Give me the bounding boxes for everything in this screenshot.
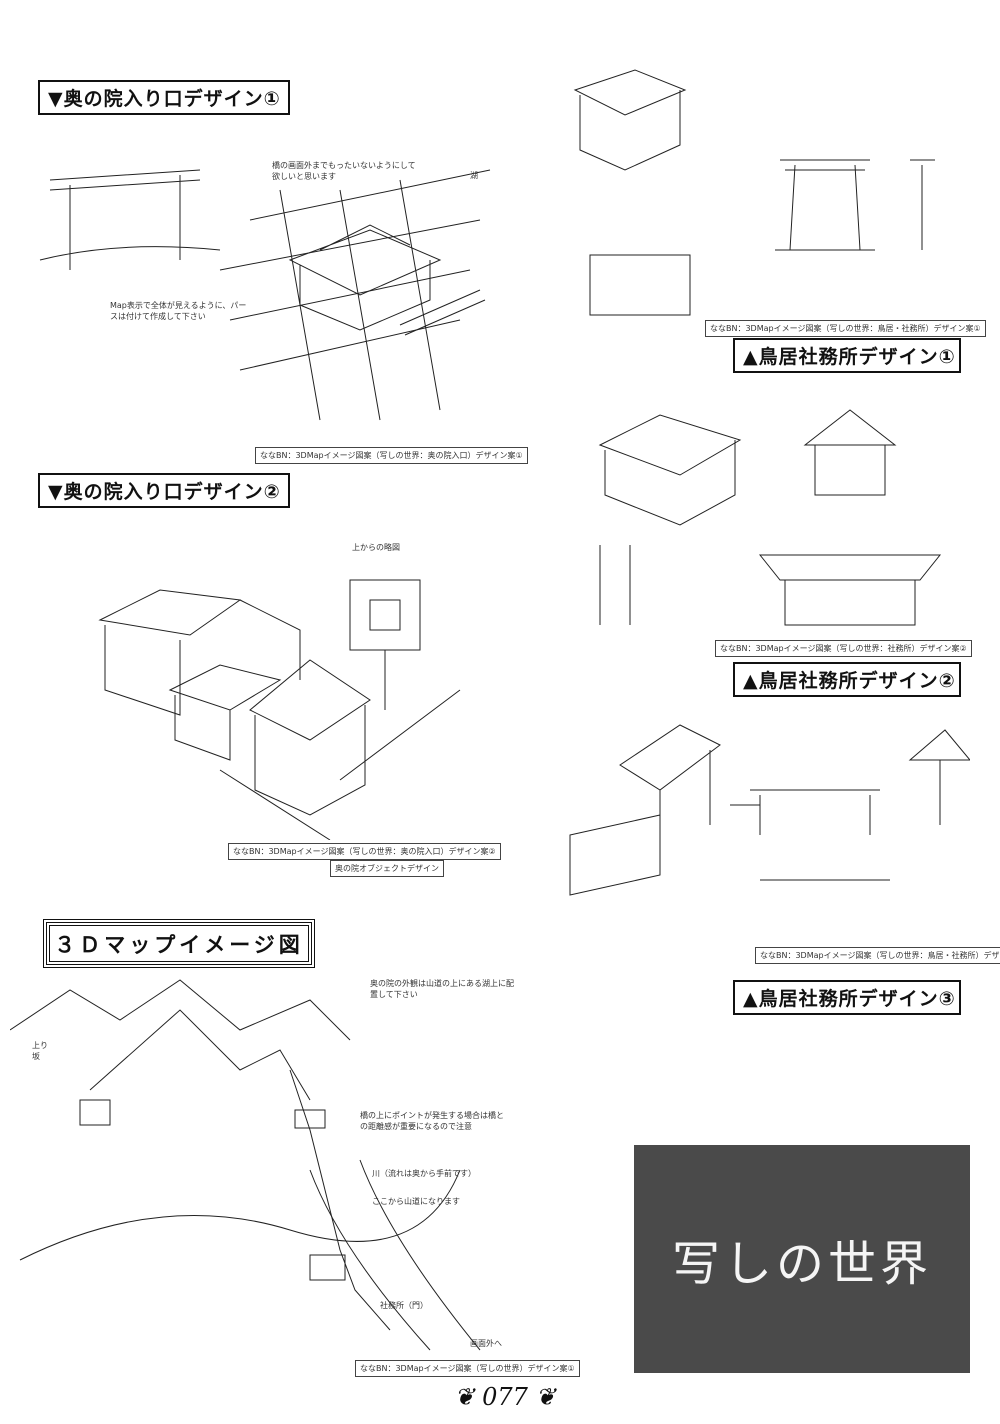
section-title-torii-3: ▲鳥居社務所デザイン③ bbox=[733, 980, 961, 1015]
caption-torii-2: ななBN：3DMapイメージ図案（写しの世界：社務所）デザイン案② bbox=[715, 640, 972, 657]
torii-3-sketch bbox=[569, 724, 970, 896]
note: ここから山道になります bbox=[372, 1197, 460, 1206]
okunoin-1-sketch bbox=[39, 169, 491, 421]
torii-2-sketch bbox=[598, 409, 942, 626]
section-title-torii-1: ▲鳥居社務所デザイン① bbox=[733, 338, 961, 373]
page-number-text: 077 bbox=[482, 1383, 528, 1411]
ornament-right: ❦ bbox=[527, 1383, 556, 1411]
note: 画面外へ bbox=[470, 1339, 502, 1348]
caption-okunoin-2: ななBN：3DMapイメージ図案（写しの世界：奥の院入口）デザイン案② bbox=[228, 843, 501, 860]
title-panel: 写しの世界 bbox=[634, 1145, 970, 1373]
section-title-3d-map: ３Ｄマップイメージ図 bbox=[43, 919, 315, 968]
section-title-okunoin-2: ▼奥の院入り口デザイン② bbox=[38, 473, 290, 508]
caption-okunoin-1: ななBN：3DMapイメージ図案（写しの世界：奥の院入口）デザイン案① bbox=[255, 447, 528, 464]
caption-3d-map: ななBN：3DMapイメージ図案（写しの世界）デザイン案① bbox=[355, 1360, 580, 1377]
caption-okunoin-2-sub: 奥の院オブジェクトデザイン bbox=[330, 860, 444, 877]
note: 湖 bbox=[470, 171, 478, 180]
note: 上からの略図 bbox=[352, 543, 400, 552]
panel-title: 写しの世界 bbox=[671, 1236, 932, 1292]
note: 橋の画面外までもったいないようにして欲しいと思います bbox=[272, 161, 416, 181]
note: Map表示で全体が見えるように、パースは付けて作成して下さい bbox=[110, 301, 247, 321]
note: 上り坂 bbox=[32, 1041, 48, 1061]
page-number: ❦ 077 ❦ bbox=[395, 1383, 615, 1411]
note: 奥の院の外観は山道の上にある湖上に配置して下さい bbox=[370, 979, 514, 999]
3d-map-sketch bbox=[10, 979, 481, 1351]
okunoin-2-sketch bbox=[98, 579, 461, 840]
section-title-okunoin-1: ▼奥の院入り口デザイン① bbox=[38, 80, 290, 115]
ornament-left: ❦ bbox=[454, 1383, 483, 1411]
caption-torii-1: ななBN：3DMapイメージ図案（写しの世界：鳥居・社務所）デザイン案① bbox=[705, 320, 986, 337]
note: 社務所（門） bbox=[380, 1301, 428, 1310]
section-title-torii-2: ▲鳥居社務所デザイン② bbox=[733, 662, 961, 697]
note: 川（流れは奥から手前です） bbox=[372, 1169, 476, 1178]
caption-torii-3: ななBN：3DMapイメージ図案（写しの世界：鳥居・社務所）デザイン案③ bbox=[755, 947, 1000, 964]
torii-1-sketch bbox=[573, 69, 935, 316]
note: 橋の上にポイントが発生する場合は橋との距離感が重要になるので注意 bbox=[360, 1111, 504, 1131]
